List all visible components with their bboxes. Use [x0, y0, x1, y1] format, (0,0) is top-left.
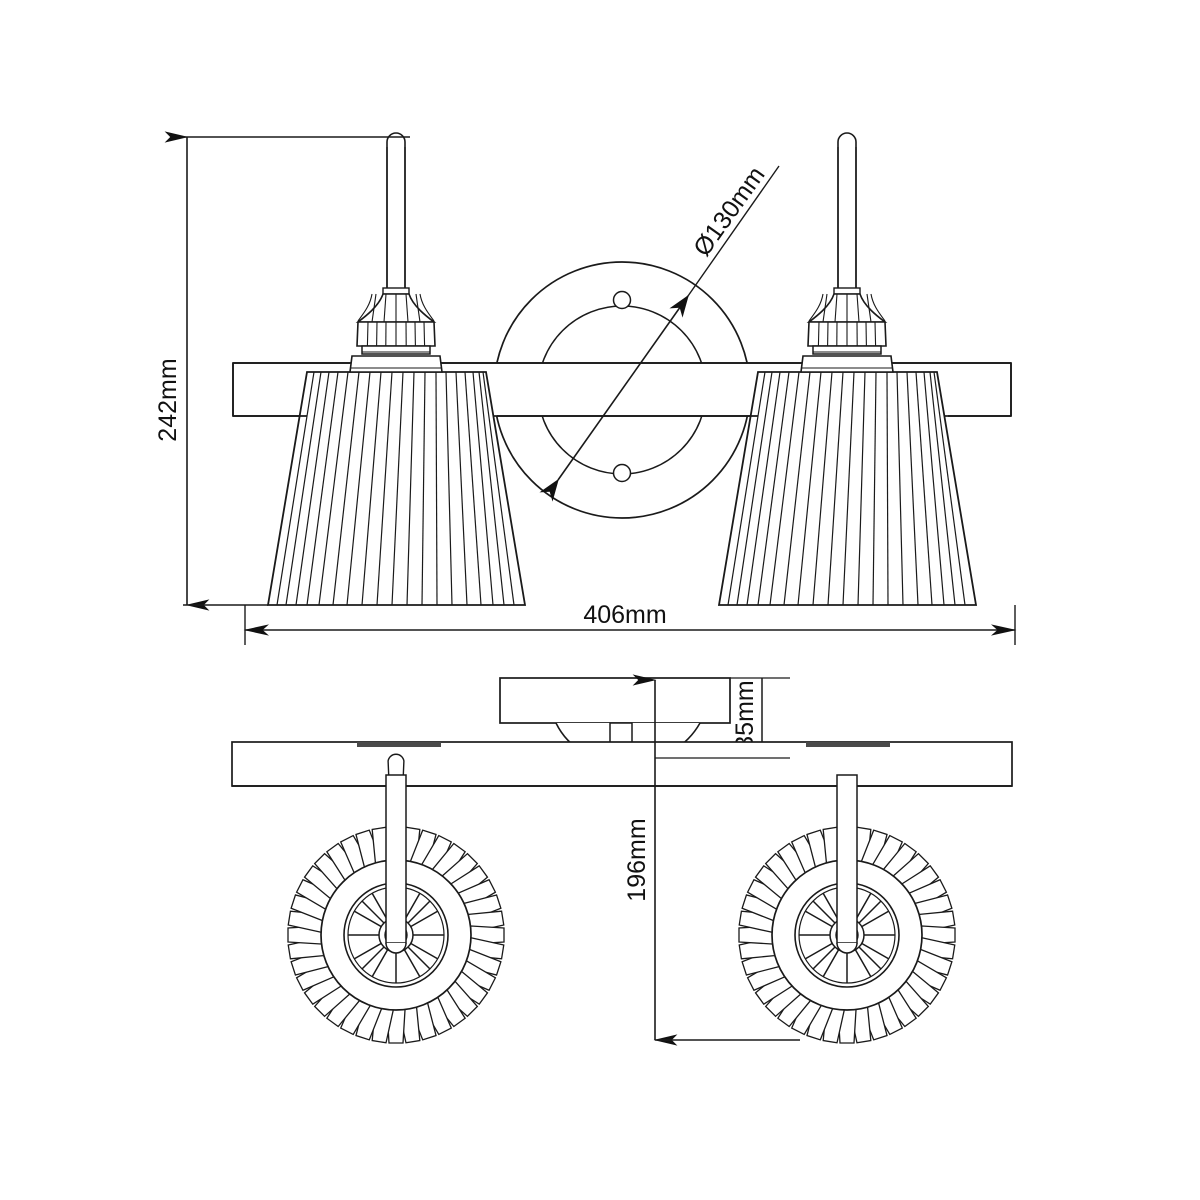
front-elevation-view: Ø130mm: [232, 132, 1012, 606]
rosette-left: [287, 753, 505, 1044]
backplate-depth-dimension-group: 35mm: [700, 677, 790, 752]
backplate-diameter-label: Ø130mm: [688, 162, 770, 262]
socket-right: [800, 132, 894, 373]
backplate-depth-label: 35mm: [731, 680, 759, 749]
stem-left-plan: [385, 774, 407, 944]
lamp-right-front: [717, 132, 978, 606]
crossbar-slot-left: [357, 742, 441, 747]
height-dimension-group: 242mm: [154, 131, 410, 611]
width-dimension-label: 406mm: [583, 601, 666, 629]
socket-left: [349, 132, 443, 373]
width-dimension-group: 406mm: [243, 601, 1017, 645]
projection-dimension-label: 196mm: [623, 818, 651, 901]
rosette-right: [738, 774, 956, 1044]
shade-left: [266, 371, 527, 606]
bottom-plan-view: [231, 741, 1013, 1044]
backplate-screw-hole-bottom: [612, 463, 632, 483]
height-dimension-label: 242mm: [154, 358, 182, 441]
backplate-screw-hole-top: [612, 290, 632, 310]
crossbar-slot-right: [806, 742, 890, 747]
backplate-side-profile: [499, 677, 731, 724]
crossbar-plan: [231, 741, 1013, 787]
shade-right: [717, 371, 978, 606]
lamp-left-front: [266, 132, 527, 606]
projection-dimension-group: 196mm: [623, 674, 800, 1046]
stem-right-plan: [836, 774, 858, 944]
